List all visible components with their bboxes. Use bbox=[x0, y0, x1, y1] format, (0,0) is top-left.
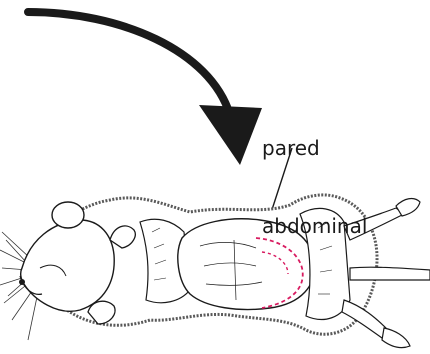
curved-arrow-head bbox=[199, 105, 262, 165]
annotation-label: pared abdominal bbox=[262, 83, 367, 265]
head bbox=[21, 220, 115, 311]
nose bbox=[19, 279, 25, 285]
ear bbox=[52, 202, 84, 228]
hind-foot-lower bbox=[382, 328, 410, 348]
tail bbox=[350, 267, 430, 280]
curved-arrow-shaft bbox=[28, 12, 230, 115]
annotation-line-1: pared bbox=[262, 135, 367, 161]
annotation-line-2: abdominal bbox=[262, 213, 367, 239]
